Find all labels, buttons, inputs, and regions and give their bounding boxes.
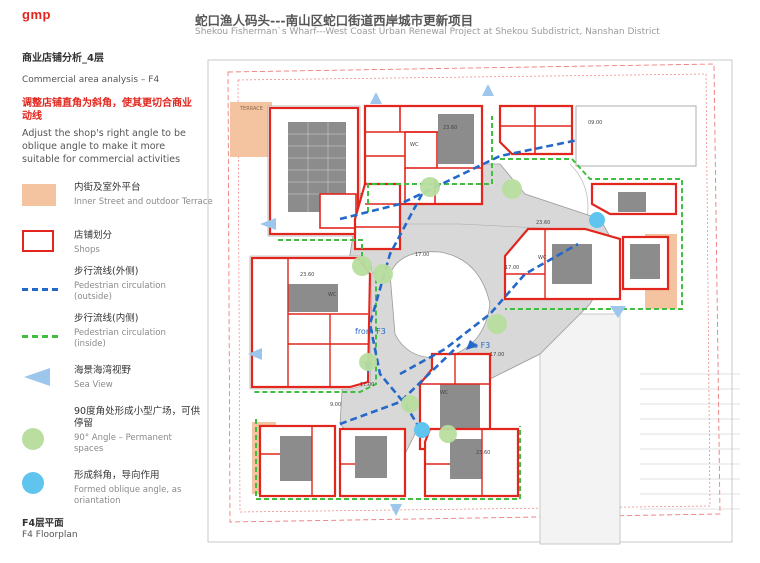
legend-label-en: Sea View	[74, 380, 113, 390]
gmp-logo: gmp	[22, 7, 51, 22]
wc-label: WC	[440, 390, 449, 396]
legend-label-en: Pedestrian circulation (outside)	[74, 281, 166, 302]
section-title-en: Commercial area analysis – F4	[22, 75, 160, 85]
stair-hatch	[640, 373, 740, 510]
wc-label: WC	[328, 292, 337, 298]
floorplan-drawing: TERRACE	[200, 44, 760, 559]
level-label: 17.00	[490, 352, 504, 358]
neighbour-block	[539, 313, 621, 545]
legend-label-cn: 内街及室外平台	[74, 182, 141, 193]
level-label: 17.00	[360, 382, 374, 388]
arrow-head-up	[466, 340, 478, 350]
green-dash-swatch	[22, 335, 58, 338]
page-title: 蛇口渔人码头---南山区蛇口街道西岸城市更新项目	[195, 13, 474, 28]
sea-view-icon	[24, 368, 50, 386]
red-line-outer	[227, 63, 721, 523]
level-label: 17.00	[415, 252, 429, 258]
level-label: 09.00	[588, 120, 602, 126]
legend-label-en: Shops	[74, 245, 100, 255]
legend-label-cn: 店铺划分	[74, 230, 113, 241]
level-label: 23.60	[443, 125, 457, 131]
block-ne	[498, 104, 697, 167]
floorplan-title-cn: F4层平面	[22, 518, 64, 529]
legend-label-cn: 形成斜角，导向作用	[74, 470, 160, 481]
legend-label-cn: 90度角处形成小型广场，可供停留	[74, 406, 201, 429]
wc-label: WC	[538, 255, 547, 261]
legend-label-en: Formed oblique angle, as oriantation	[74, 485, 182, 506]
block-east	[503, 182, 678, 301]
legend-label-en: 90° Angle – Permanent spaces	[74, 433, 172, 454]
section-subtitle-cn: 调整店铺直角为斜角，使其更切合商业动线	[22, 98, 192, 122]
arrow-label-from: from F3	[355, 327, 386, 336]
legend-label-en: Pedestrian circulation (inside)	[74, 328, 166, 349]
terrace-label: TERRACE	[239, 106, 263, 112]
oblique-circle-icon	[22, 472, 44, 494]
arrow-label-to: to F3	[470, 341, 490, 350]
floorplan-svg: TERRACE	[207, 59, 740, 545]
level-label: 9.00	[330, 402, 341, 408]
site-boundary	[207, 59, 733, 543]
level-label: 23.60	[536, 220, 550, 226]
block-west	[249, 255, 373, 390]
blue-dash-swatch	[22, 288, 58, 291]
level-label: 17.00	[505, 265, 519, 271]
sea-view-markers	[248, 84, 626, 516]
level-label: 23.60	[476, 450, 490, 456]
terrace-swatch	[22, 184, 56, 206]
block-mid-west	[353, 182, 402, 251]
terrace-nw	[230, 102, 272, 157]
legend-label-cn: 步行流线(外侧)	[74, 266, 139, 277]
legend-label-cn: 海景海湾视野	[74, 365, 132, 376]
page-subtitle: Shekou Fisherman`s Wharf---West Coast Ur…	[195, 27, 660, 37]
block-south-mid	[418, 352, 492, 451]
legend-label-cn: 步行流线(内侧)	[74, 313, 139, 324]
block-south-west	[258, 424, 407, 498]
level-label: 23.60	[300, 272, 314, 278]
block-south-east	[423, 427, 520, 498]
plaza-circles	[352, 177, 522, 443]
section-subtitle-en: Adjust the shop's right angle to be obli…	[22, 128, 186, 165]
section-title-cn: 商业店铺分析_4层	[22, 53, 104, 64]
analysis-section: 商业店铺分析_4层 Commercial area analysis – F4 …	[22, 52, 197, 166]
legend-label-en: Inner Street and outdoor Terrace	[74, 197, 213, 207]
block-n	[363, 104, 484, 206]
wc-label: WC	[410, 142, 419, 148]
oblique-circles	[414, 212, 605, 438]
block-nw	[267, 105, 361, 237]
atrium-void	[389, 251, 491, 359]
plaza-circle-icon	[22, 428, 44, 450]
shop-swatch	[22, 230, 54, 252]
red-line-inner	[237, 73, 711, 513]
floorplan-title-en: F4 Floorplan	[22, 530, 78, 540]
